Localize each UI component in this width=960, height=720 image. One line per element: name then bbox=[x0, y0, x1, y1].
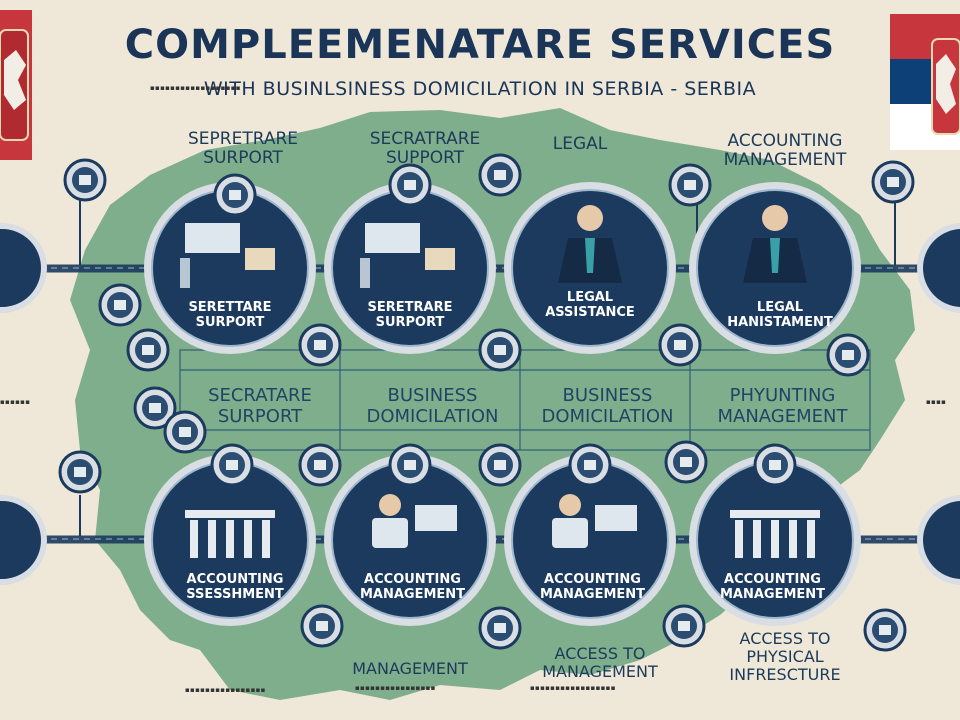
inbox-icon bbox=[664, 440, 708, 484]
bottom-label-1: MANAGEMENT bbox=[352, 659, 468, 678]
chat-icon bbox=[126, 328, 170, 372]
tiny-text-block: ▪▪▪▪▪▪▪▪▪▪▪▪▪▪▪▪▪ bbox=[530, 684, 616, 692]
phone-icon bbox=[300, 604, 344, 648]
page-subtitle: WITH BUSINLSINESS DOMICILATION IN SERBIA… bbox=[203, 78, 757, 100]
briefcase-icon bbox=[388, 443, 432, 487]
target-icon bbox=[298, 323, 342, 367]
top-circle-caption-1: SERETTARE SURPORT bbox=[188, 300, 272, 330]
top-service-circle-2 bbox=[324, 182, 496, 354]
bottom-service-circle-2 bbox=[324, 454, 496, 626]
illustration-icon bbox=[180, 223, 275, 288]
serbia-flag-right bbox=[890, 14, 960, 150]
mid-label-2: BUSINESS DOMICILATION bbox=[366, 385, 499, 427]
folder-icon bbox=[478, 153, 522, 197]
bottom-circle-caption-1: ACCOUNTING SSESSHMENT bbox=[186, 572, 284, 602]
bottom-service-circle-1 bbox=[144, 454, 316, 626]
top-circle-caption-4: LEGAL HANISTAMENT bbox=[727, 300, 833, 330]
mail-icon bbox=[478, 606, 522, 650]
illustration-icon bbox=[552, 494, 637, 548]
tiny-text-block: ▪▪▪▪▪▪▪▪▪▪▪▪▪▪▪▪ bbox=[185, 686, 266, 694]
illustration-icon bbox=[185, 510, 275, 558]
bottom-service-circle-4 bbox=[689, 454, 861, 626]
check-icon bbox=[163, 410, 207, 454]
top-label-3: LEGAL bbox=[552, 134, 608, 154]
top-circle-caption-2: SERETRARE SURPORT bbox=[367, 300, 453, 330]
top-service-circle-3 bbox=[504, 182, 676, 354]
top-label-4: ACCOUNTING MANAGEMENT bbox=[723, 131, 847, 170]
mid-label-3: BUSINESS DOMICILATION bbox=[541, 385, 674, 427]
settings-icon bbox=[478, 328, 522, 372]
top-service-circle-4 bbox=[689, 182, 861, 354]
document-icon bbox=[63, 158, 107, 202]
bottom-circle-caption-2: ACCOUNTING MANAGEMENT bbox=[359, 572, 466, 602]
archive-icon bbox=[388, 163, 432, 207]
illustration-icon bbox=[558, 205, 622, 283]
bottom-service-circle-3 bbox=[504, 454, 676, 626]
tiny-text-block: ▪▪▪▪ bbox=[926, 398, 947, 406]
top-label-1: SEPRETRARE SURPORT bbox=[187, 129, 299, 168]
pen-icon bbox=[871, 160, 915, 204]
gavel-icon bbox=[210, 443, 254, 487]
laptop-icon bbox=[668, 163, 712, 207]
illustration-icon bbox=[360, 223, 455, 288]
mid-label-1: SECRATARE SURPORT bbox=[208, 385, 312, 427]
illustration-icon bbox=[372, 494, 457, 548]
bottom-circle-caption-3: ACCOUNTING MANAGEMENT bbox=[539, 572, 646, 602]
page-title: COMPLEEMENATARE SERVICES bbox=[124, 22, 836, 68]
serbia-flag-left bbox=[0, 10, 32, 160]
calendar-icon bbox=[298, 443, 342, 487]
tiny-text-block: ▪▪▪▪▪▪▪▪▪▪▪▪▪▪▪▪ bbox=[355, 684, 436, 692]
middle-grid bbox=[179, 349, 871, 451]
edge-circles bbox=[0, 223, 960, 585]
lamp-icon bbox=[863, 608, 907, 652]
tiny-caption-under-subtitle: ▪▪▪▪▪▪▪▪▪▪▪▪▪▪▪▪▪▪ bbox=[150, 84, 241, 92]
info-icon bbox=[826, 333, 870, 377]
bottom-label-3: ACCESS TO PHYSICAL INFRESCTURE bbox=[729, 629, 841, 684]
illustration-icon bbox=[743, 205, 807, 283]
top-circle-caption-3: LEGAL ASSISTANCE bbox=[545, 290, 635, 320]
handshake-icon bbox=[478, 443, 522, 487]
building-icon bbox=[213, 173, 257, 217]
top-service-circle-1 bbox=[144, 182, 316, 354]
bottom-label-2: ACCESS TO MANAGEMENT bbox=[542, 644, 658, 681]
illustration-icon bbox=[730, 510, 820, 558]
top-label-2: SECRATRARE SUPPORT bbox=[369, 129, 481, 168]
key-icon bbox=[98, 283, 142, 327]
bottom-circle-caption-4: ACCOUNTING MANAGEMENT bbox=[719, 572, 826, 602]
printer-icon bbox=[662, 604, 706, 648]
globe-icon bbox=[58, 450, 102, 494]
clipboard-icon bbox=[658, 323, 702, 367]
tiny-text-block: ▪▪▪▪▪▪ bbox=[0, 398, 31, 406]
bank-icon bbox=[753, 443, 797, 487]
chart-icon bbox=[133, 386, 177, 430]
mid-label-4: PHYUNTING MANAGEMENT bbox=[717, 385, 848, 427]
money-icon bbox=[568, 443, 612, 487]
